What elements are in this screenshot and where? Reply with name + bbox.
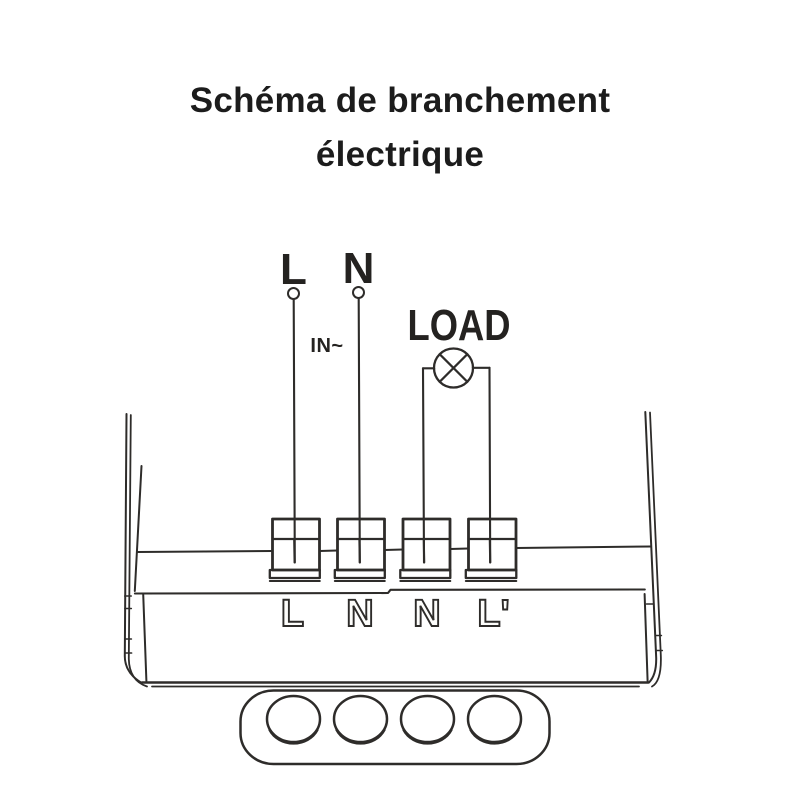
plug-connector — [239, 689, 551, 766]
terminal-label-n1: N — [346, 593, 373, 635]
load-wires — [421, 366, 492, 564]
label-neutral-input: N — [343, 244, 375, 293]
terminal-block-n2 — [399, 517, 452, 582]
lamp-icon — [421, 347, 491, 389]
label-input-ac: IN~ — [310, 335, 343, 357]
device-body — [123, 411, 664, 688]
live-input-wire — [287, 287, 300, 564]
connector-hole-2 — [332, 694, 389, 745]
neutral-input-wire — [352, 286, 365, 564]
title-line-2: électrique — [315, 135, 485, 174]
terminal-block-l — [268, 517, 321, 582]
page-title: Schéma de branchement électrique — [0, 74, 800, 182]
label-live-input: L — [280, 245, 307, 294]
connector-hole-4 — [466, 694, 523, 745]
terminal-label-n2: N — [413, 593, 440, 635]
terminal-block-n1 — [333, 517, 386, 582]
terminal-label-l: L — [281, 593, 304, 635]
connector-hole-3 — [399, 694, 456, 745]
title-line-1: Schéma de branchement — [189, 81, 611, 120]
label-load: LOAD — [408, 301, 511, 350]
terminal-block-lprime — [464, 517, 518, 582]
connector-hole-1 — [265, 694, 322, 745]
terminal-label-lprime: L' — [477, 593, 509, 635]
